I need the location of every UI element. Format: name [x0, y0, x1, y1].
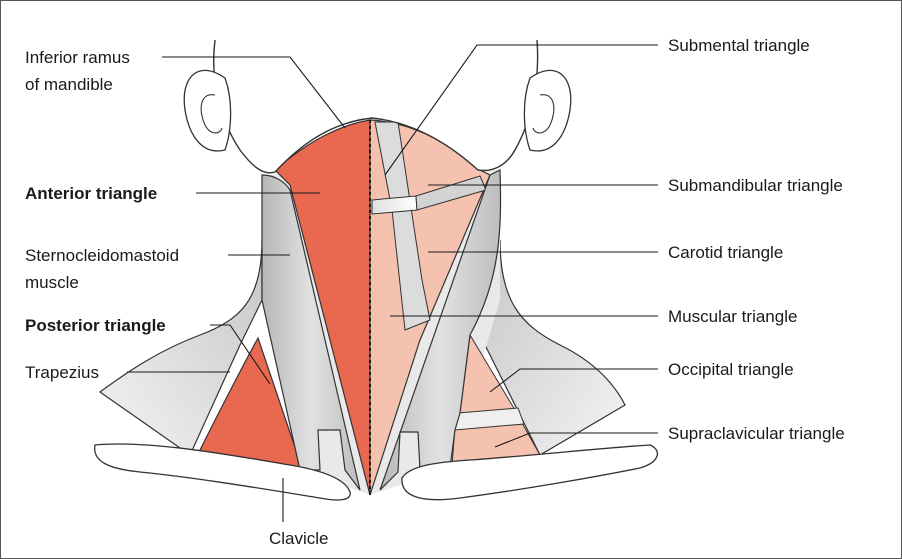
right-ear: [524, 70, 570, 151]
label-trapezius: Trapezius: [25, 363, 99, 382]
label-sternocleidomastoid-1: Sternocleidomastoid: [25, 246, 179, 265]
left-ear: [184, 70, 230, 151]
label-carotid-triangle: Carotid triangle: [668, 243, 783, 262]
neck-body: [100, 120, 625, 495]
label-inferior-ramus-2: of mandible: [25, 75, 113, 94]
label-occipital-triangle: Occipital triangle: [668, 360, 794, 379]
label-inferior-ramus-1: Inferior ramus: [25, 48, 130, 67]
label-clavicle: Clavicle: [269, 529, 329, 548]
label-anterior-triangle: Anterior triangle: [25, 184, 157, 203]
label-muscular-triangle: Muscular triangle: [668, 307, 797, 326]
label-sternocleidomastoid-2: muscle: [25, 273, 79, 292]
label-supraclavicular-triangle: Supraclavicular triangle: [668, 424, 845, 443]
label-posterior-triangle: Posterior triangle: [25, 316, 166, 335]
label-submental-triangle: Submental triangle: [668, 36, 810, 55]
label-submandibular-triangle: Submandibular triangle: [668, 176, 843, 195]
